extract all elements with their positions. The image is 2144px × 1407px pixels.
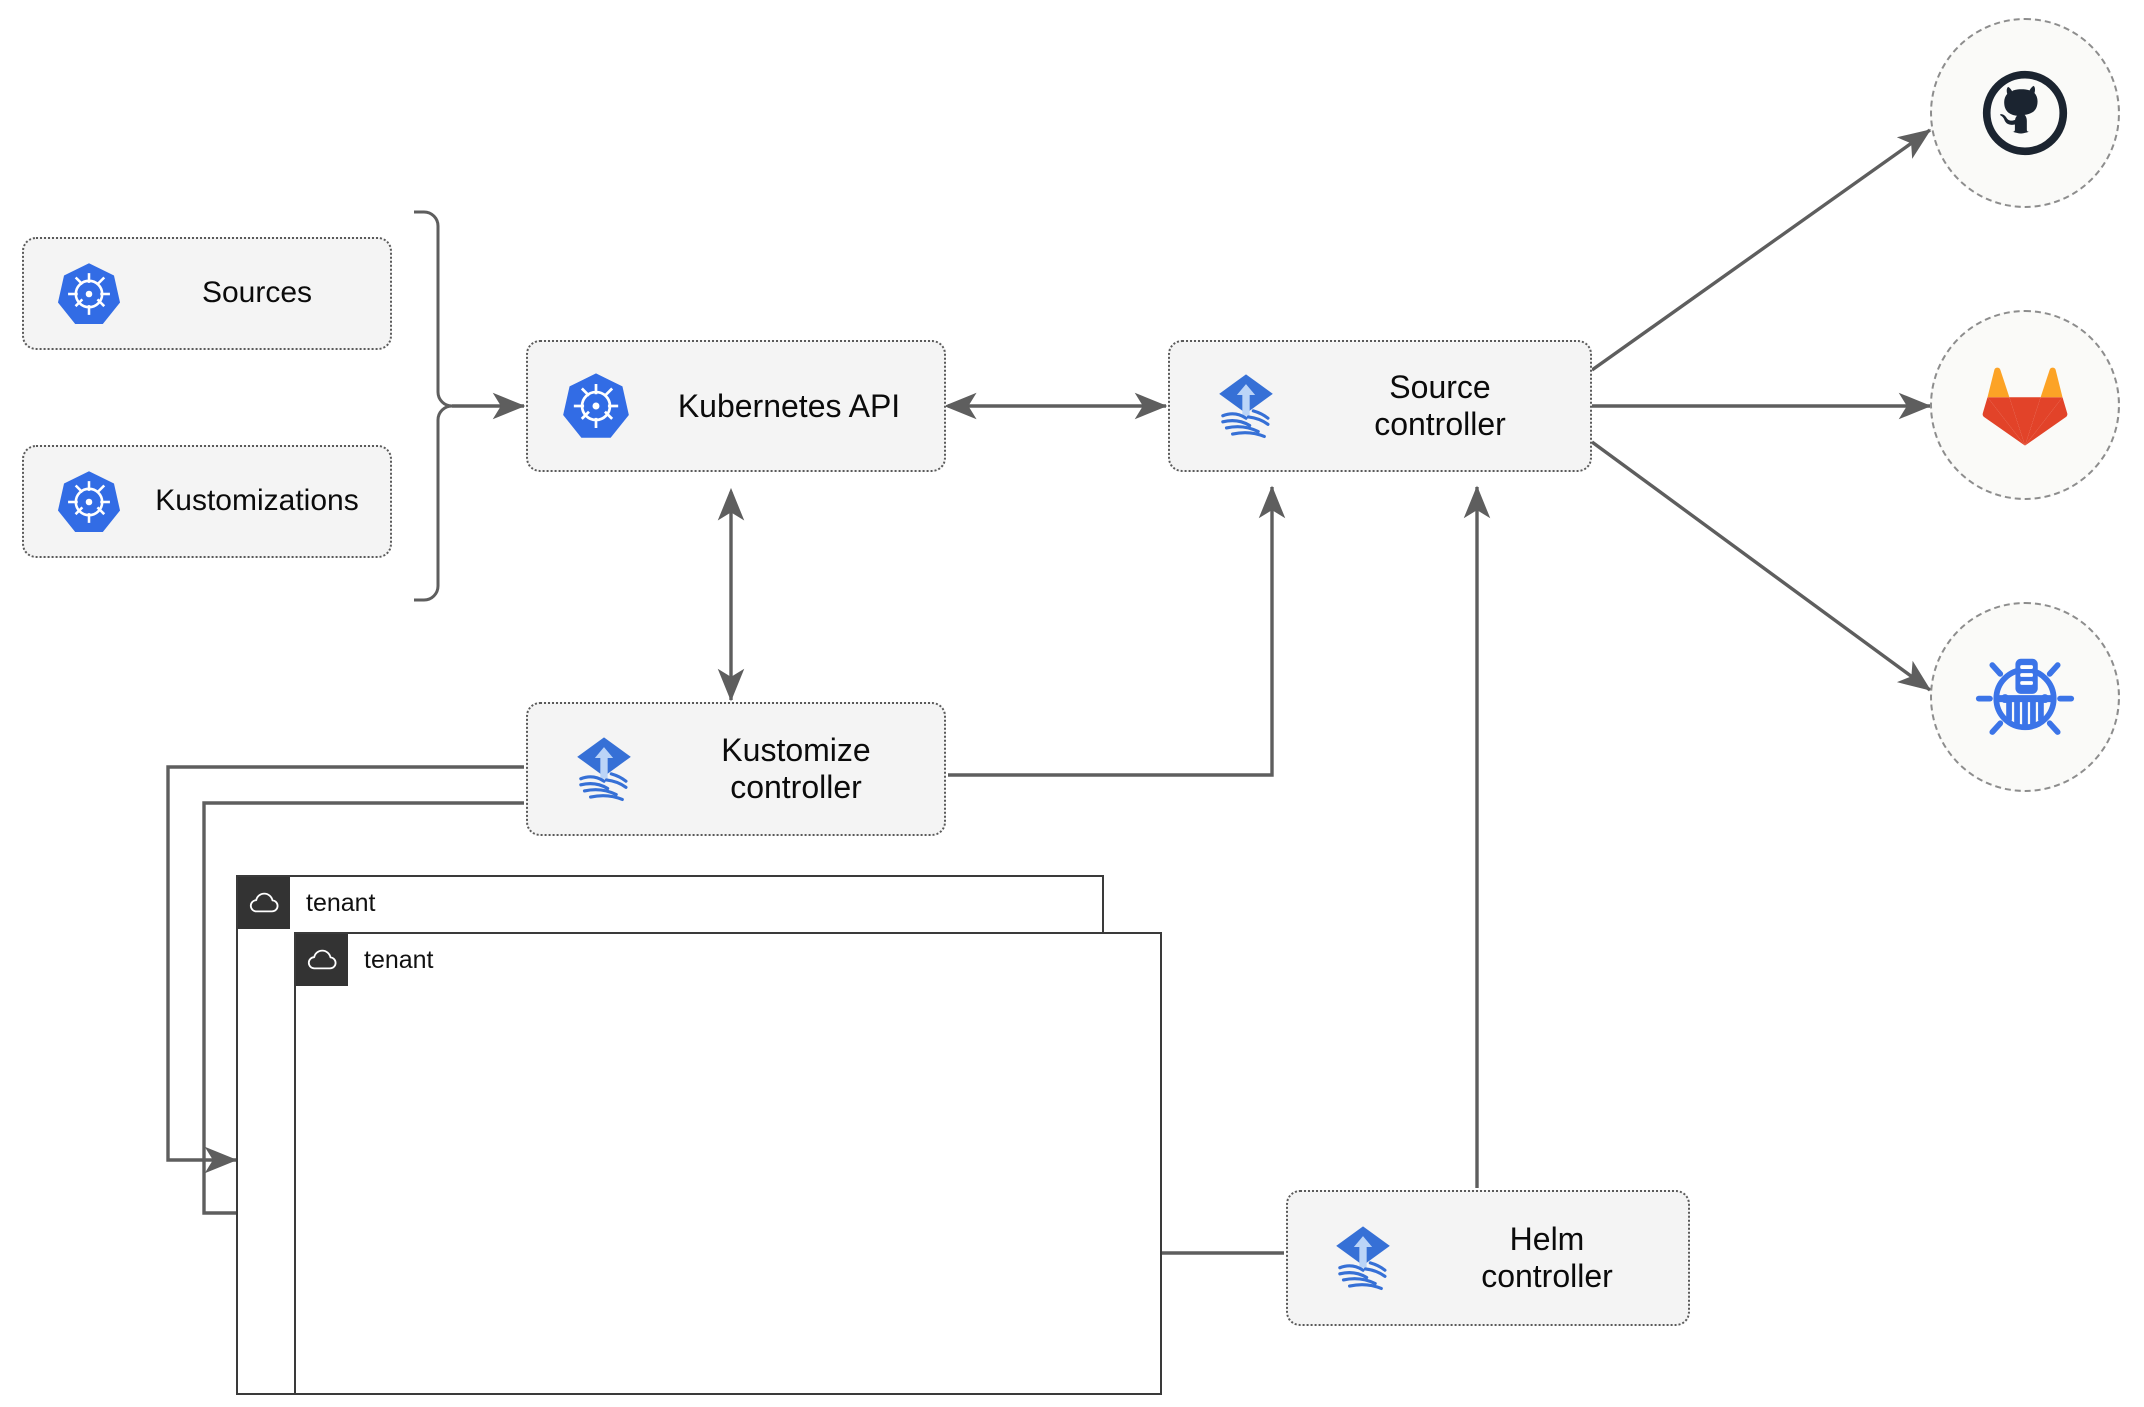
provider-gitlab[interactable] <box>1930 310 2120 500</box>
bucket-icon <box>1975 658 2075 735</box>
gitlab-icon <box>1982 367 2068 446</box>
cloud-icon <box>238 877 290 929</box>
node-label: Kustomizations <box>155 484 359 518</box>
github-icon <box>1982 70 2068 156</box>
node-source-controller[interactable]: Source controller <box>1168 340 1592 472</box>
node-kustomizations[interactable]: Kustomizations <box>22 445 392 558</box>
kubernetes-icon <box>550 370 642 442</box>
node-label: Kustomize controller <box>721 732 871 805</box>
node-kustomize-controller[interactable]: Kustomize controller <box>526 702 946 836</box>
flux-icon <box>1194 367 1298 445</box>
tenant-label: tenant <box>306 888 376 917</box>
tenant-label: tenant <box>364 945 434 974</box>
provider-bucket[interactable] <box>1930 602 2120 792</box>
flux-icon <box>552 730 656 808</box>
node-sources[interactable]: Sources <box>22 237 392 350</box>
kubernetes-icon <box>46 468 132 536</box>
tenant-header: tenant <box>296 934 434 986</box>
kubernetes-icon <box>46 260 132 328</box>
tenant-container-front[interactable]: tenant <box>294 932 1162 1395</box>
cloud-icon <box>296 934 348 986</box>
node-label: Helm controller <box>1481 1221 1613 1294</box>
tenant-header: tenant <box>238 877 376 929</box>
node-label: Source controller <box>1374 369 1506 442</box>
node-label: Kubernetes API <box>677 387 901 424</box>
flux-icon <box>1312 1219 1414 1297</box>
provider-github[interactable] <box>1930 18 2120 208</box>
node-helm-controller[interactable]: Helm controller <box>1286 1190 1690 1326</box>
node-kubernetes-api[interactable]: Kubernetes API <box>526 340 946 472</box>
node-label: Sources <box>201 276 313 310</box>
